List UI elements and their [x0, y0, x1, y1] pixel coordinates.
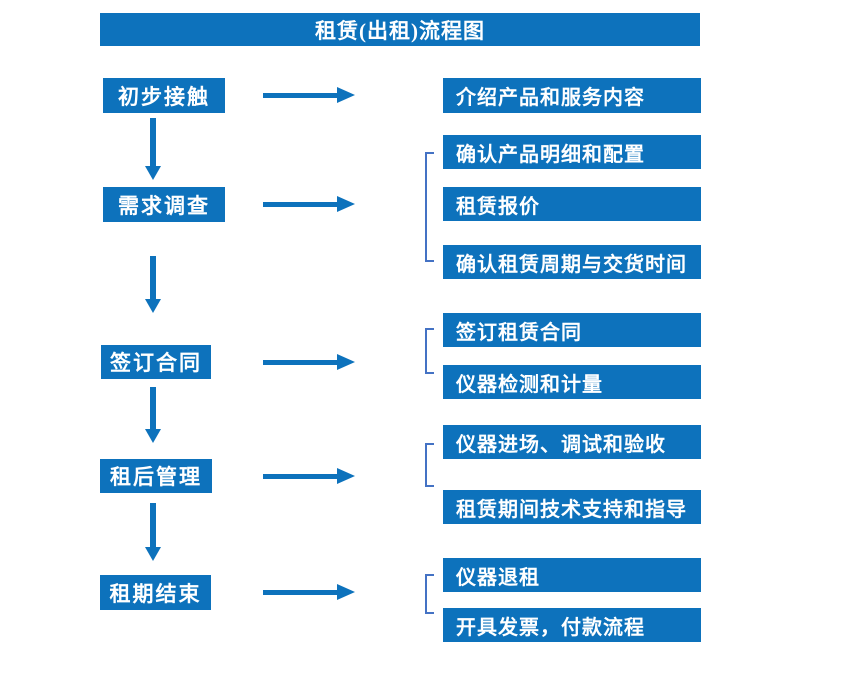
step-box-sign-contract: 签订合同	[101, 345, 211, 379]
arrow-down-icon	[145, 118, 161, 180]
group-bracket	[425, 443, 434, 487]
group-bracket	[425, 574, 434, 614]
detail-box-instrument-testing: 仪器检测和计量	[443, 365, 701, 399]
arrow-down-icon	[145, 387, 161, 443]
arrow-right-icon	[263, 196, 355, 212]
arrow-right-icon	[263, 354, 355, 370]
arrow-right-icon	[263, 468, 355, 484]
arrow-down-icon	[145, 256, 161, 313]
detail-box-invoice-payment: 开具发票，付款流程	[443, 608, 701, 642]
detail-box-instrument-setup-acceptance: 仪器进场、调试和验收	[443, 425, 701, 459]
group-bracket	[425, 328, 434, 374]
group-bracket	[425, 152, 434, 262]
arrow-down-icon	[145, 503, 161, 561]
arrow-right-icon	[263, 87, 355, 103]
detail-box-tech-support: 租赁期间技术支持和指导	[443, 490, 701, 524]
step-box-post-rental-management: 租后管理	[100, 459, 212, 493]
detail-box-confirm-product-config: 确认产品明细和配置	[443, 135, 701, 169]
detail-box-rental-quote: 租赁报价	[443, 187, 701, 221]
arrow-right-icon	[263, 584, 355, 600]
step-box-demand-survey: 需求调查	[103, 187, 225, 222]
detail-box-introduce-products: 介绍产品和服务内容	[443, 78, 701, 113]
step-box-rental-end: 租期结束	[100, 575, 211, 610]
step-box-initial-contact: 初步接触	[103, 78, 225, 113]
detail-box-confirm-period-delivery: 确认租赁周期与交货时间	[443, 245, 701, 279]
diagram-title: 租赁(出租)流程图	[100, 13, 700, 46]
detail-box-sign-rental-contract: 签订租赁合同	[443, 313, 701, 347]
detail-box-instrument-return: 仪器退租	[443, 558, 701, 592]
